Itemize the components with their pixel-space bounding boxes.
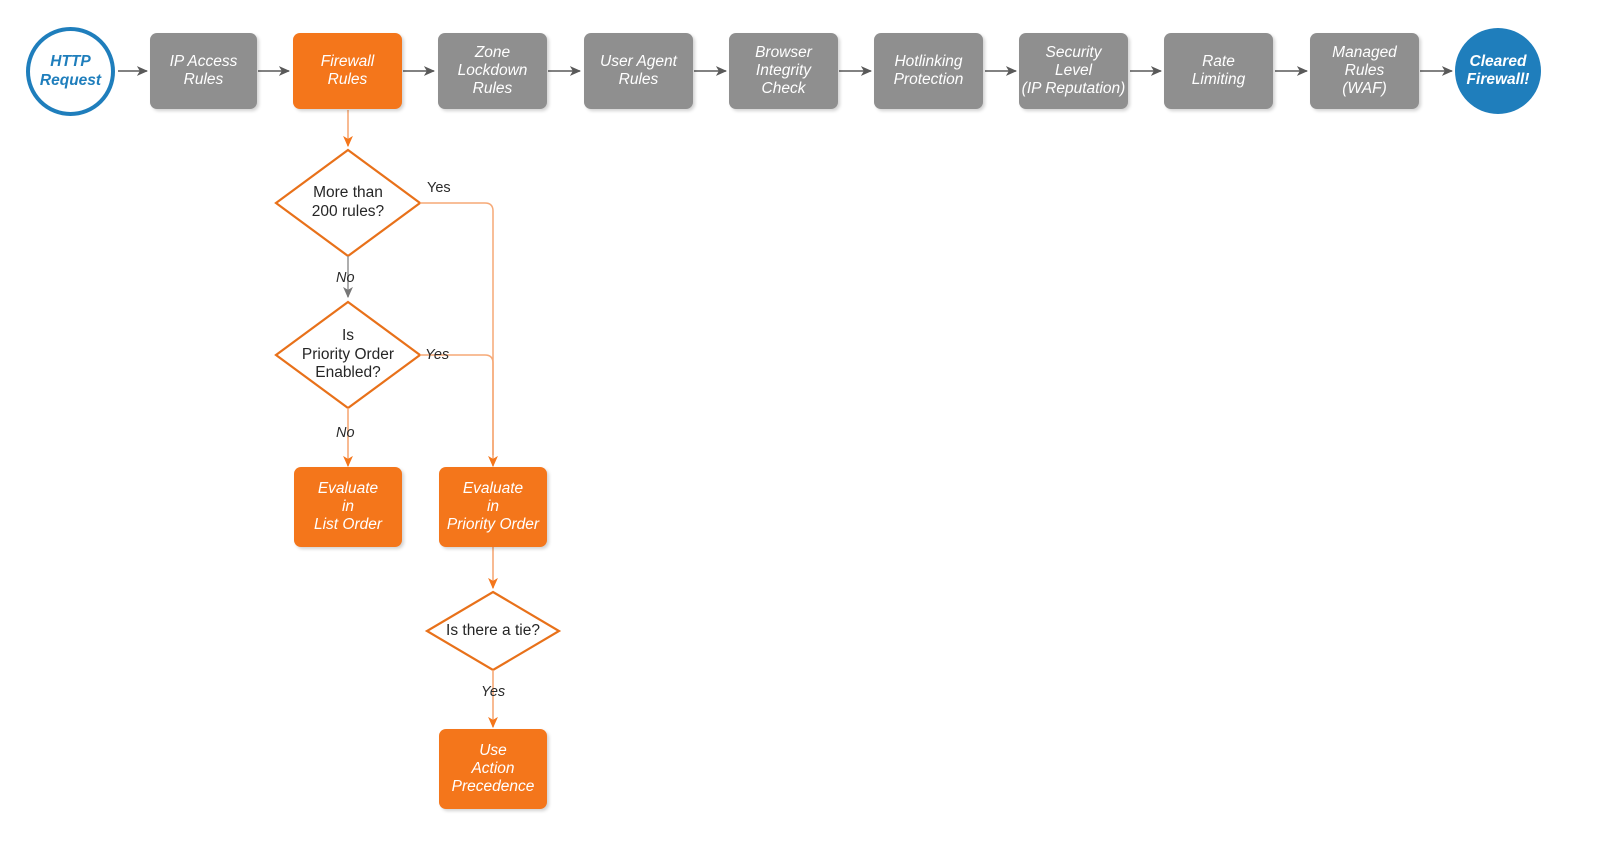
- edge-decision1-yes: [420, 202, 494, 455]
- edge-label-yes-2: Yes: [425, 347, 449, 363]
- decision-priority-order-enabled-shape: [274, 300, 422, 410]
- edge-label-no-2-text: No: [336, 425, 355, 441]
- edge-label-yes-3: Yes: [481, 684, 505, 700]
- edge-decision2-yes: [420, 354, 494, 455]
- decision-more-than-200-rules-shape: [274, 148, 422, 258]
- edge-label-yes-2-text: Yes: [425, 347, 450, 363]
- edge-label-no-1-text: No: [336, 270, 355, 286]
- edge-label-yes-3-text: Yes: [481, 684, 506, 700]
- decision-is-there-a-tie-shape: [424, 590, 562, 672]
- edge-label-yes-1-text: Yes: [427, 180, 451, 196]
- edge-label-no-1: No: [336, 270, 355, 286]
- edge-label-no-2: No: [336, 425, 355, 441]
- edge-label-yes-1: Yes: [427, 180, 451, 196]
